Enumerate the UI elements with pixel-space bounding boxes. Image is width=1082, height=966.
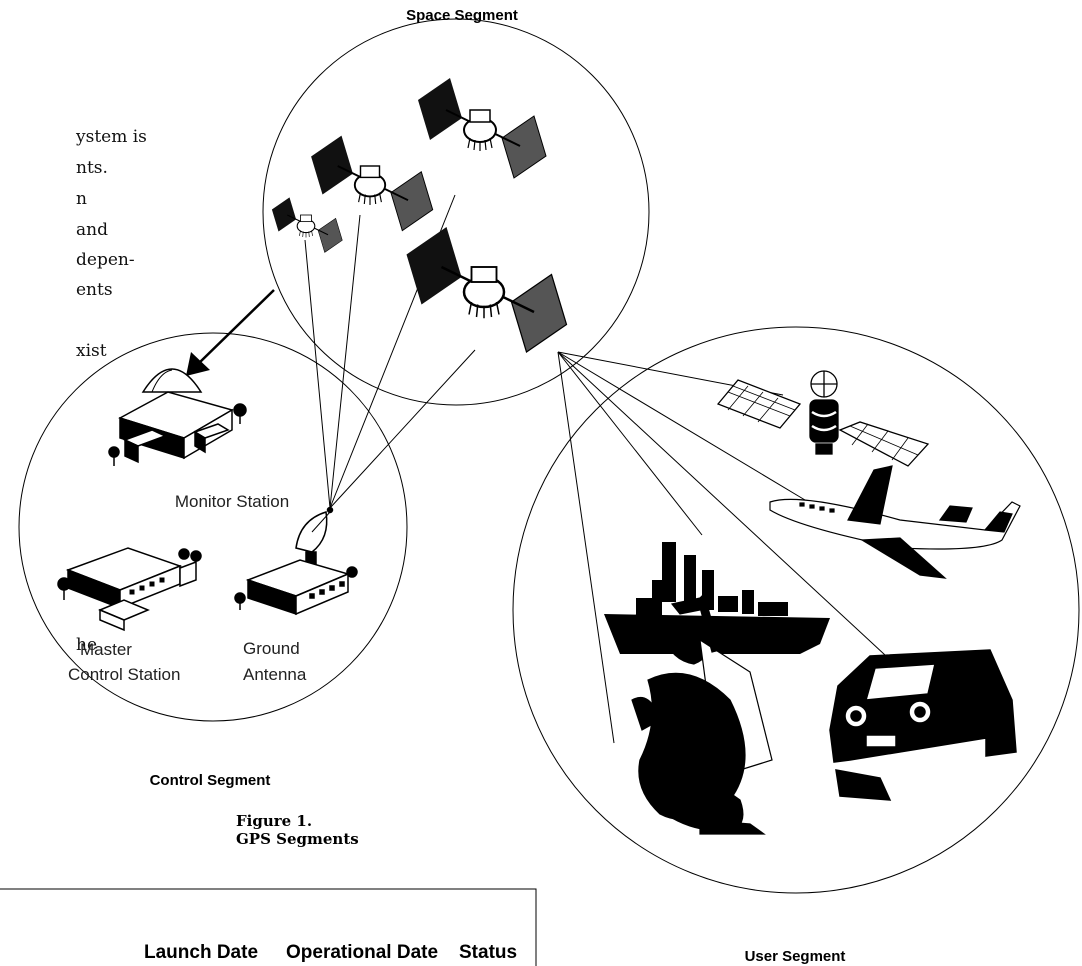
body-line: and bbox=[76, 220, 108, 240]
table-border bbox=[0, 888, 537, 966]
user-segment-title: User Segment bbox=[745, 948, 846, 965]
control-segment-title: Control Segment bbox=[150, 772, 271, 789]
space-segment-circle bbox=[262, 18, 650, 406]
body-line: n bbox=[76, 189, 87, 209]
uplink-arrow bbox=[186, 289, 275, 376]
satellite-icon bbox=[271, 196, 343, 253]
satellite-icon bbox=[405, 225, 568, 354]
table-header-operational-date: Operational Date bbox=[286, 942, 438, 963]
ship-icon bbox=[604, 542, 830, 654]
figure-caption-title: GPS Segments bbox=[236, 830, 359, 848]
body-line: he bbox=[76, 635, 97, 655]
body-line: depen- bbox=[76, 250, 135, 270]
master-control-station-icon bbox=[57, 547, 202, 632]
monitor-station-label: Monitor Station bbox=[175, 492, 289, 511]
airplane-icon bbox=[769, 465, 1021, 579]
table-header-status: Status bbox=[459, 942, 517, 963]
table-header-launch-date: Launch Date bbox=[144, 942, 258, 963]
body-line: ystem is bbox=[75, 127, 147, 147]
figure-caption-number: Figure 1. bbox=[236, 812, 312, 830]
satellite-icon bbox=[417, 77, 547, 179]
body-line: nts. bbox=[76, 158, 108, 178]
ground-label-line1: Ground bbox=[243, 639, 300, 658]
monitor-station-icon bbox=[108, 368, 247, 466]
user-segment-circle bbox=[512, 326, 1080, 894]
body-line: xist bbox=[76, 341, 107, 361]
control-segment-circle bbox=[18, 332, 408, 722]
master-label-line1: Master bbox=[80, 640, 132, 659]
user-satellite-icon bbox=[716, 370, 930, 467]
satellite-icon bbox=[310, 134, 434, 232]
truck-icon bbox=[829, 649, 1017, 801]
launch-table: Launch Date Operational Date Status bbox=[0, 888, 537, 966]
ground-label-line2: Antenna bbox=[243, 665, 307, 684]
soldier-icon bbox=[631, 592, 773, 835]
body-text-fragments: ystem is nts. n and depen- ents xist he bbox=[75, 127, 147, 655]
body-line: ents bbox=[76, 280, 113, 300]
ground-antenna-icon bbox=[234, 506, 358, 616]
master-label-line2: Control Station bbox=[68, 665, 180, 684]
